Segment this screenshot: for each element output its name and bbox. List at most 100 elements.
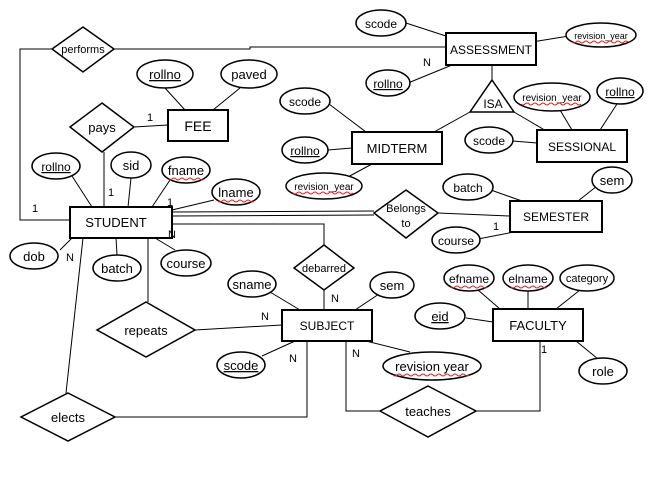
edge-fee-rollno [164, 87, 186, 111]
attribute-label: revision_year [574, 31, 628, 41]
attribute-ses-rollno: rollno [596, 77, 644, 105]
attribute-label: fname [168, 163, 204, 178]
edge-performs-assessment [114, 46, 446, 50]
edge-stu-sid [127, 177, 132, 208]
attribute-label: batch [453, 181, 482, 195]
relationship-label: elects [51, 410, 85, 425]
attribute-label: batch [101, 261, 133, 276]
attribute-label: course [438, 234, 474, 248]
edge-stu-course [154, 237, 176, 251]
edge-ses-revision [559, 109, 573, 131]
attribute-sub-sname: sname [227, 270, 277, 298]
attribute-label: eid [431, 309, 448, 324]
edge-stu-dob [59, 237, 73, 251]
cardinality-subject-elects: N [289, 353, 297, 365]
cardinality-student-performs: 1 [32, 203, 38, 215]
edge-belongs-semester [437, 212, 511, 217]
attribute-ses-revision-year: revision_year [513, 82, 591, 112]
entity-label: SEMESTER [523, 210, 589, 224]
connector-lines [19, 22, 618, 418]
entity-label: SUBJECT [300, 319, 355, 333]
edge-student-debarred [172, 223, 325, 245]
attribute-sub-scode: scode [216, 351, 266, 379]
relationship-label: teaches [405, 404, 451, 419]
edge-fac-category [555, 289, 581, 310]
edge-stu-lname [171, 199, 215, 211]
entity-assessment: ASSESSMENT [445, 32, 537, 66]
cardinality-student-below: N [168, 229, 176, 241]
isa-triangle: ISA [468, 78, 516, 113]
edge-student-belongs-a [171, 210, 375, 213]
relationship-label: pays [88, 120, 116, 135]
attribute-label: scode [289, 95, 321, 109]
edge-sem-course [477, 231, 515, 240]
cardinality-subject-debarred: N [331, 293, 339, 305]
cardinality-subject-teaches: N [352, 348, 360, 360]
edge-assess-rollno [407, 64, 453, 84]
relationship-label: performs [61, 44, 105, 56]
attribute-fac-role: role [578, 357, 628, 385]
entity-label: FEE [184, 118, 211, 134]
attribute-label: sem [380, 278, 405, 293]
edge-sem-sem [577, 185, 598, 202]
relationship-performs: performs [50, 26, 116, 73]
relationship-repeats: repeats [95, 301, 197, 358]
attribute-fee-rollno: rollno [136, 59, 194, 89]
cardinality-faculty-teaches: 1 [541, 344, 547, 356]
entity-semester: SEMESTER [509, 200, 603, 233]
attribute-assess-scode: scode [355, 9, 407, 37]
entity-label: STUDENT [85, 215, 146, 230]
cardinality-student-lname: 1 [167, 197, 173, 209]
attribute-label: efname [449, 272, 489, 286]
cardinality-assessment-performs: N [423, 57, 431, 69]
edge-fac-role [575, 340, 599, 360]
cardinality-labels: N 1 1 1 1 N N 1 N N N N 1 [32, 57, 547, 365]
relationship-debarred: debarred [292, 244, 356, 291]
attribute-sem-sem: sem [591, 166, 633, 194]
attribute-label: rollno [41, 160, 71, 174]
attribute-assess-revision-year: revision_year [565, 22, 637, 48]
edge-sub-revision [365, 340, 411, 353]
attribute-fac-eid: eid [414, 302, 466, 330]
attribute-label: scode [365, 17, 397, 31]
attribute-label: paved [231, 67, 266, 82]
edge-isa-midterm [433, 111, 471, 133]
attribute-stu-fname: fname [161, 156, 211, 184]
cardinality-subject-repeats: N [261, 311, 269, 323]
relationship-teaches: teaches [378, 385, 478, 438]
entity-sessional: SESSIONAL [536, 129, 628, 163]
attribute-fee-paved: paved [220, 59, 278, 89]
isa-label: ISA [483, 97, 502, 111]
attribute-stu-sid: sid [110, 151, 152, 179]
entity-label: FACULTY [509, 318, 567, 333]
edge-ses-rollno [599, 103, 618, 131]
edge-stu-rollno [71, 175, 93, 208]
relationship-elects: elects [19, 392, 117, 442]
edge-student-elects [65, 237, 84, 394]
edge-sub-scode [261, 340, 296, 357]
edge-pays-fee [133, 124, 169, 128]
edge-student-performs [19, 48, 70, 221]
attribute-label: elname [508, 272, 548, 286]
attribute-label: category [566, 273, 609, 285]
attribute-label: rollno [373, 77, 403, 91]
relationship-label-line2: to [401, 218, 410, 230]
attribute-stu-course: course [160, 249, 212, 277]
entity-student: STUDENT [69, 206, 173, 239]
relationship-belongs-to: Belongs to [372, 189, 440, 239]
attribute-mid-rollno: rollno [281, 136, 329, 164]
relationship-label-line1: Belongs [386, 203, 426, 215]
entity-faculty: FACULTY [492, 308, 584, 342]
attribute-fac-category: category [559, 264, 615, 292]
edge-stu-batch [115, 237, 118, 256]
cardinality-student-dob: N [66, 252, 74, 264]
attribute-sem-batch: batch [442, 173, 494, 201]
relationship-pays: pays [68, 102, 136, 153]
attribute-fac-efname: efname [443, 264, 495, 292]
edge-mid-rollno [327, 147, 353, 151]
attribute-label: scode [224, 358, 259, 373]
attribute-label: course [166, 256, 205, 271]
edge-mid-revision [345, 163, 373, 179]
entity-midterm: MIDTERM [351, 131, 443, 165]
